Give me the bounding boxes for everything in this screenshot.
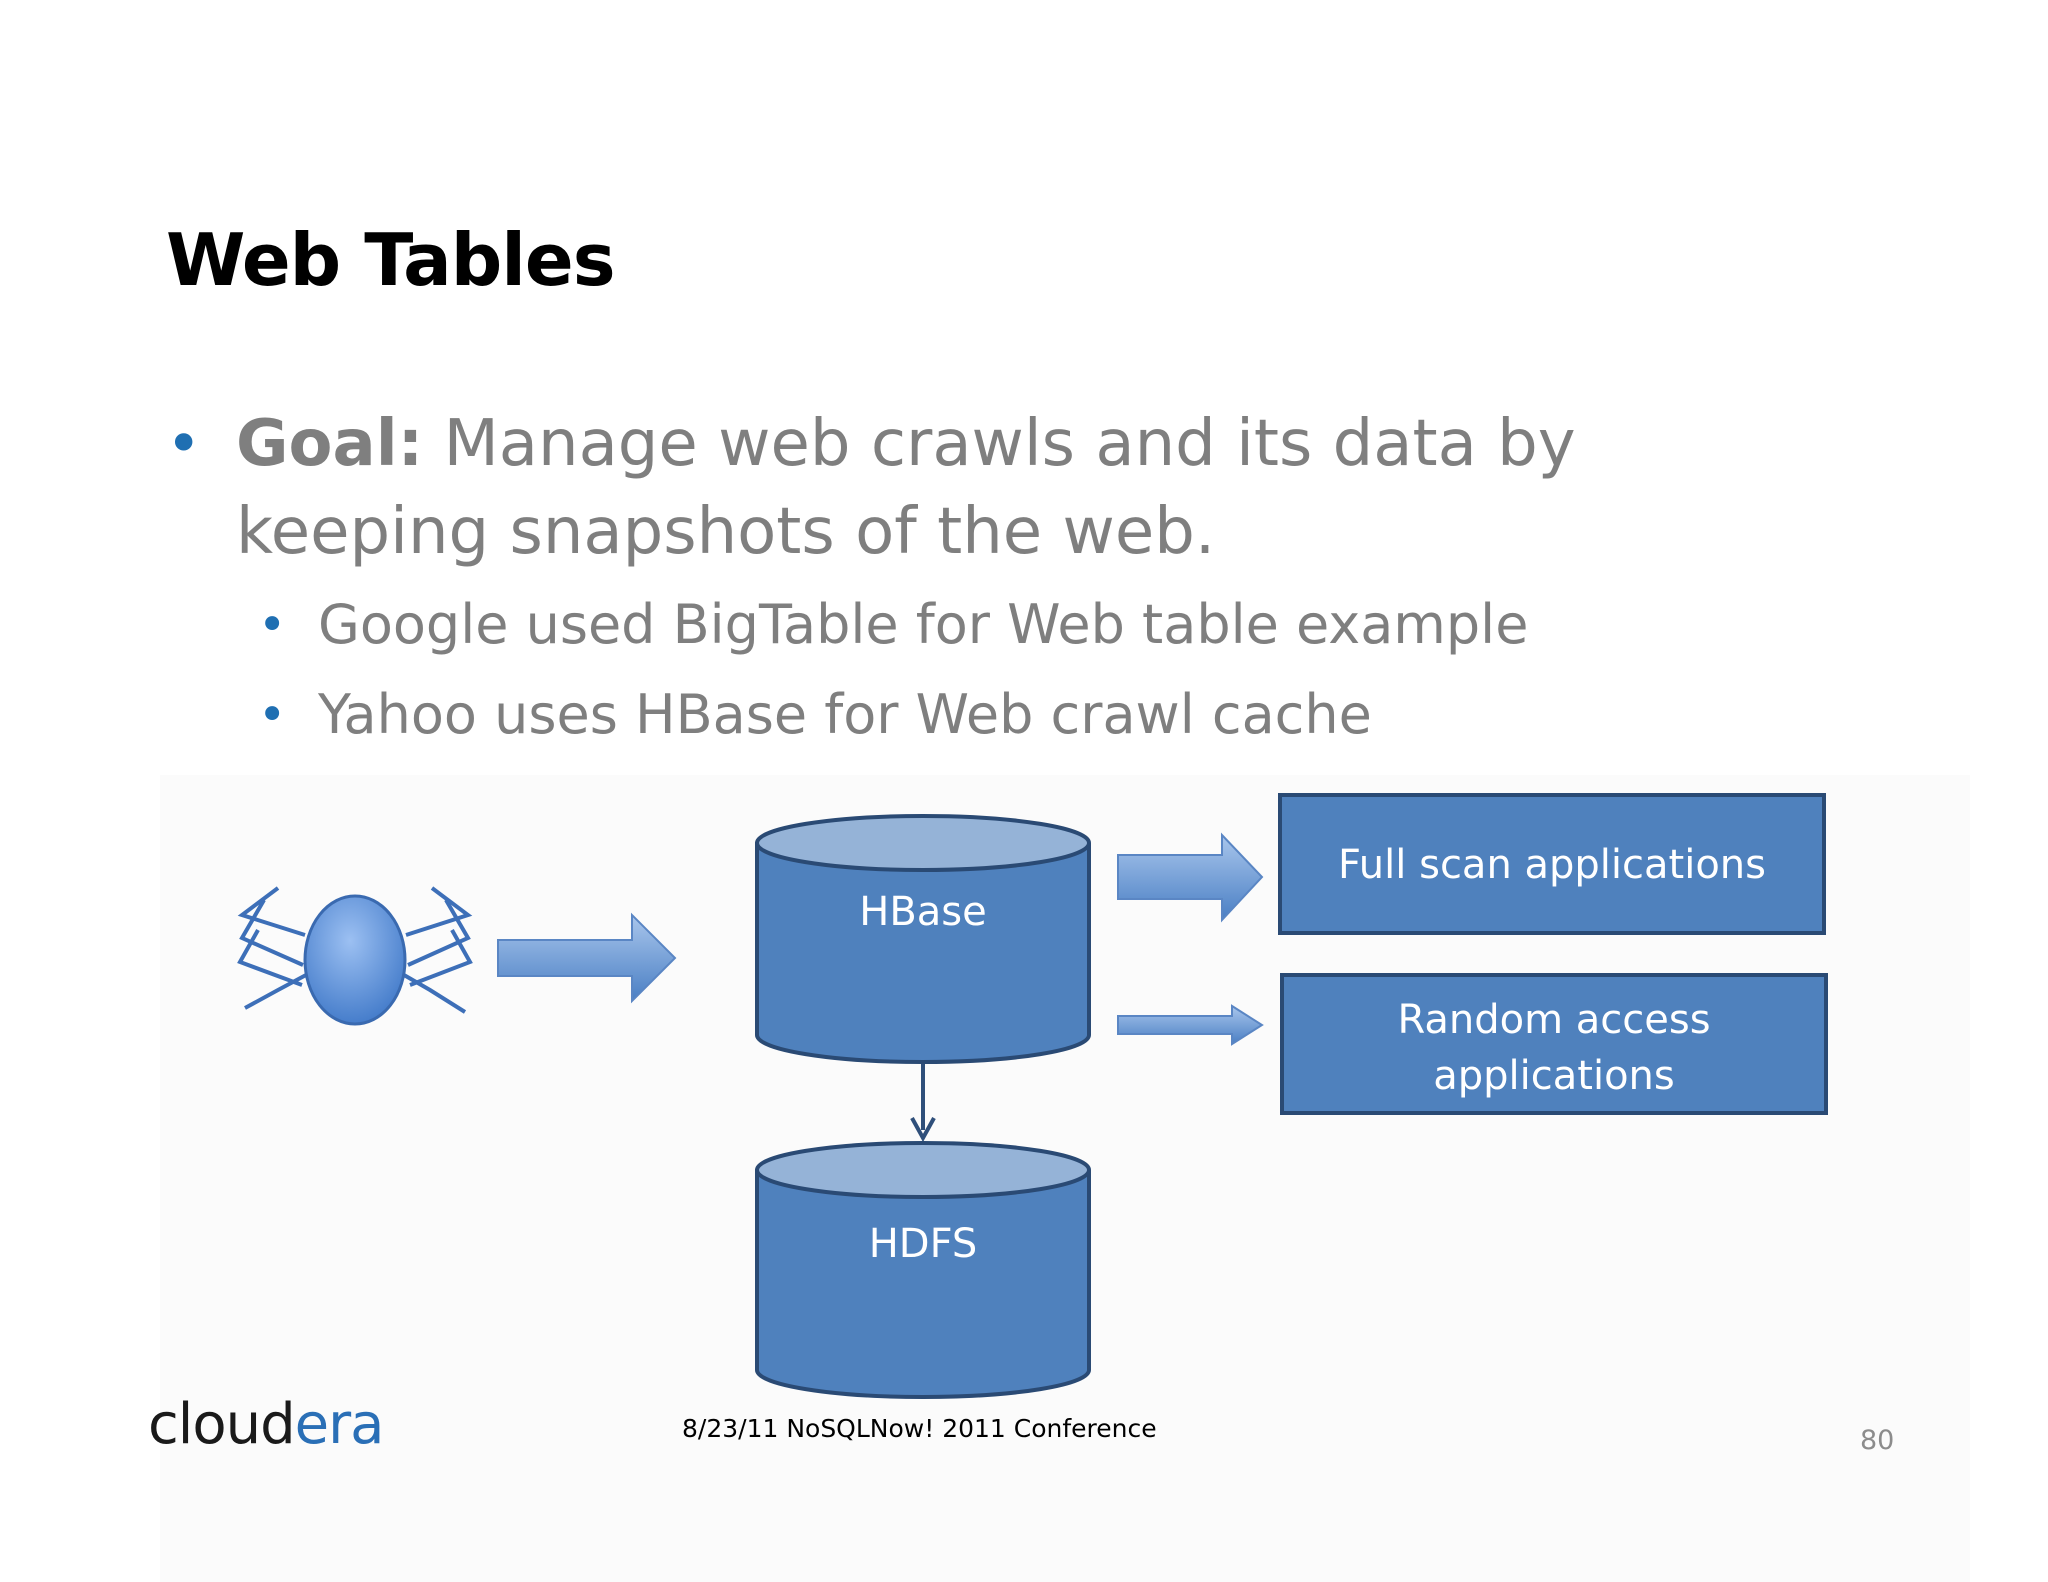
cloudera-logo: cloudera: [148, 1392, 384, 1457]
sub-bullet-text: Yahoo uses HBase for Web crawl cache: [318, 683, 1372, 746]
bullet-marker: •: [258, 597, 287, 653]
bullet-goal-text: Goal: Manage web crawls and its data by …: [236, 400, 1766, 576]
sub-bullet-yahoo: • Yahoo uses HBase for Web crawl cache: [258, 680, 1758, 750]
spider-icon: [237, 886, 473, 1026]
hdfs-label: HDFS: [869, 1221, 978, 1267]
random-access-applications-box: Random access applications: [1280, 973, 1828, 1115]
random-access-label-line1: Random access: [1397, 997, 1710, 1043]
hbase-cylinder: HBase: [755, 814, 1091, 1064]
bullet-goal: • Goal: Manage web crawls and its data b…: [166, 400, 1766, 576]
sub-bullet-text: Google used BigTable for Web table examp…: [318, 593, 1529, 656]
full-scan-label: Full scan applications: [1338, 842, 1766, 888]
page-number: 80: [1860, 1425, 1895, 1456]
arrow-hbase-to-full-scan: [1117, 832, 1264, 923]
bullet-marker: •: [258, 687, 287, 743]
bullet-goal-body: Manage web crawls and its data by keepin…: [236, 407, 1576, 569]
full-scan-applications-box: Full scan applications: [1278, 793, 1826, 935]
arrow-hbase-to-hdfs: [910, 1064, 936, 1143]
hdfs-cylinder: HDFS: [755, 1141, 1091, 1399]
random-access-label-line2: applications: [1433, 1053, 1674, 1099]
hbase-label: HBase: [859, 889, 986, 935]
footer-date-event: 8/23/11 NoSQLNow! 2011 Conference: [682, 1414, 1157, 1443]
bullet-marker: •: [166, 409, 202, 479]
bullet-goal-lead: Goal:: [236, 407, 424, 481]
arrow-hbase-to-random-access: [1117, 1004, 1264, 1046]
arrow-crawler-to-hbase: [497, 912, 677, 1004]
sub-bullet-google: • Google used BigTable for Web table exa…: [258, 590, 1758, 660]
slide-title: Web Tables: [166, 218, 616, 302]
